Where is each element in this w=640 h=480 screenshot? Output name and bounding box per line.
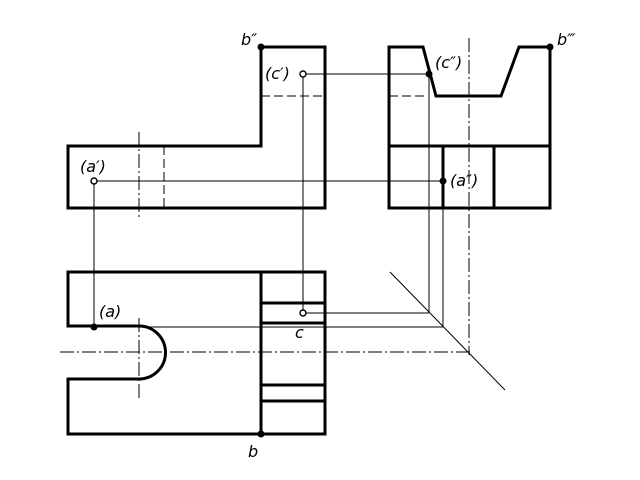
side-view <box>387 38 552 355</box>
label-b-side: b‴ <box>557 30 576 49</box>
label-c-top: c <box>295 323 304 342</box>
top-view <box>60 270 470 436</box>
points <box>90 43 554 438</box>
label-a-front: (a′) <box>80 157 106 176</box>
front-view-outline <box>66 45 327 210</box>
point-a-side <box>439 177 447 185</box>
point-a-front <box>90 177 98 185</box>
label-c-side: (c″) <box>435 53 462 72</box>
label-a-top: (a) <box>99 302 121 321</box>
label-c-front: (c′) <box>265 64 290 83</box>
point-a-top <box>90 323 98 331</box>
label-b-top: b <box>248 442 258 461</box>
labels: b″ b‴ b (c′) (c″) c (a′) (a″) (a) <box>80 30 576 461</box>
point-b-side <box>546 43 554 51</box>
point-c-front <box>299 70 307 78</box>
label-a-side: (a″) <box>450 171 478 190</box>
miter-line <box>389 271 506 391</box>
top-view-outline <box>66 270 327 436</box>
label-b-front: b″ <box>241 30 257 49</box>
front-view <box>66 45 327 220</box>
point-c-side <box>425 70 433 78</box>
point-c-top <box>299 309 307 317</box>
projection-lines <box>93 73 444 328</box>
point-b-front <box>257 43 265 51</box>
point-b-top <box>257 430 265 438</box>
